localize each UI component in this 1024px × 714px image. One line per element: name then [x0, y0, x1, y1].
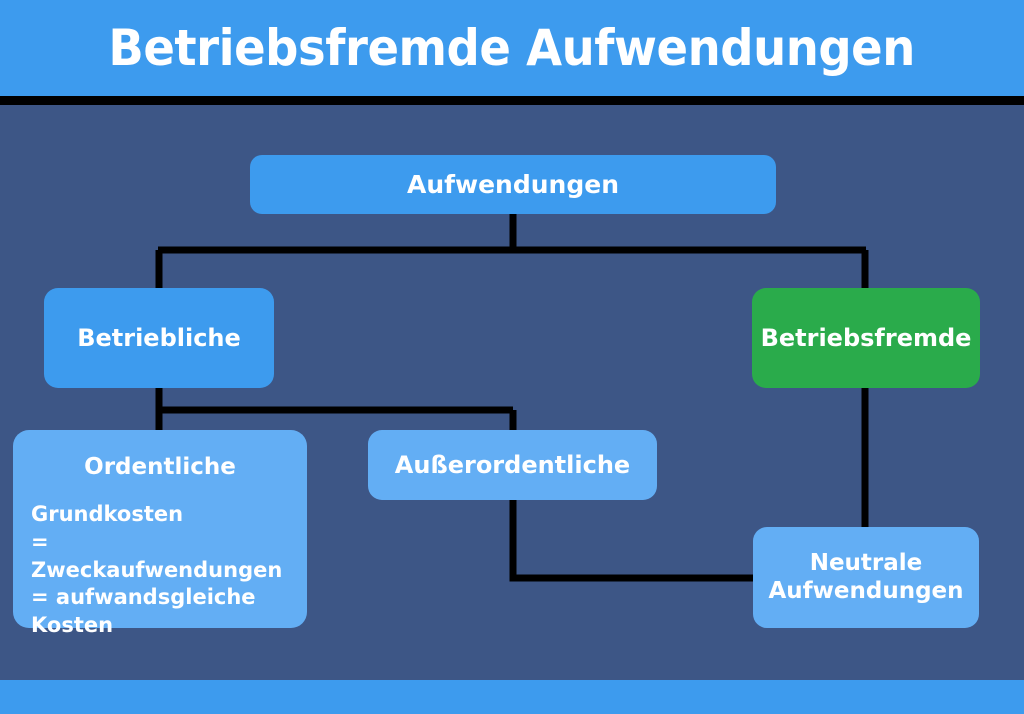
footer-logo-bar: rechnungswesen: [0, 680, 1024, 714]
node-ordentliche-body: Grundkosten = Zweckaufwendungen = aufwan…: [31, 502, 283, 637]
node-ausserordentliche[interactable]: Außerordentliche: [368, 430, 657, 500]
title-banner: Betriebsfremde Aufwendungen: [0, 0, 1024, 96]
node-aufwendungen[interactable]: Aufwendungen: [250, 155, 776, 214]
node-betriebsfremde[interactable]: Betriebsfremde: [752, 288, 980, 388]
footer-brand: rechnungswesen: [0, 680, 1024, 714]
node-betriebliche[interactable]: Betriebliche: [44, 288, 274, 388]
node-neutrale-aufwendungen[interactable]: Neutrale Aufwendungen: [753, 527, 979, 628]
node-ordentliche-title: Ordentliche: [84, 454, 236, 480]
banner-divider-rule: [0, 96, 1024, 105]
node-ordentliche[interactable]: Ordentliche Grundkosten = Zweckaufwendun…: [13, 430, 307, 637]
page-title: Betriebsfremde Aufwendungen: [108, 19, 916, 77]
